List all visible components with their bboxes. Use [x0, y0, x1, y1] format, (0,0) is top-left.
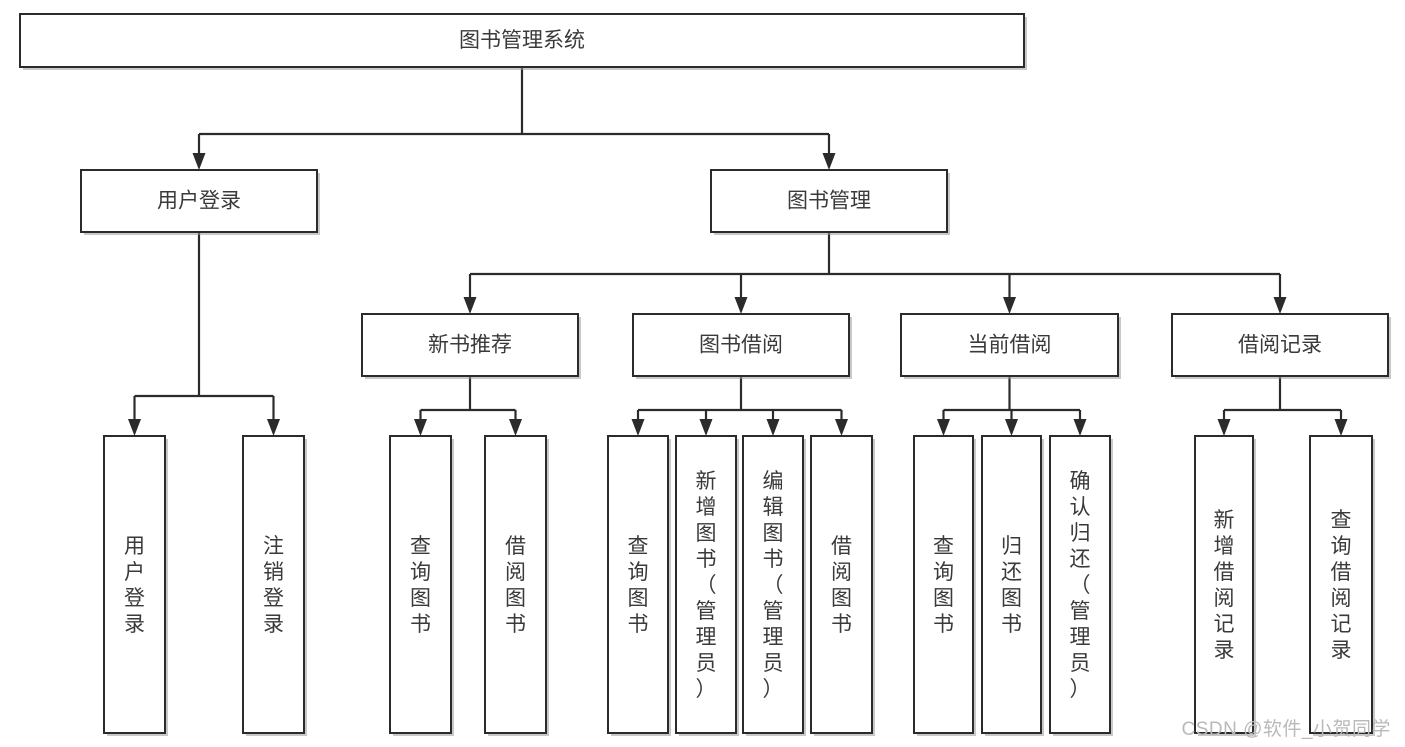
node-book-borrow[interactable]: 图书借阅 — [632, 313, 852, 379]
node-label: 新增借阅记录 — [1214, 509, 1235, 662]
node-box[interactable] — [361, 313, 579, 377]
connector-group-book-manage — [463, 232, 1287, 314]
node-box[interactable] — [900, 313, 1119, 377]
arrow-head-icon — [1005, 419, 1018, 436]
node-box[interactable] — [484, 435, 547, 734]
node-leaf-add-book[interactable]: 新增图书（管理员） — [675, 435, 739, 736]
connector-group-root — [192, 67, 836, 170]
node-box[interactable] — [981, 435, 1042, 734]
node-leaf-user-login[interactable]: 用户登录 — [103, 435, 168, 736]
node-box[interactable] — [19, 13, 1025, 68]
node-box[interactable] — [675, 435, 737, 734]
arrow-head-icon — [699, 419, 713, 436]
node-label: 用户登录 — [157, 190, 241, 213]
node-box[interactable] — [80, 169, 318, 233]
connector-layer — [128, 67, 1348, 436]
node-label: 图书借阅 — [699, 334, 783, 357]
node-label: 图书管理系统 — [459, 29, 585, 52]
node-label: 查询借阅记录 — [1331, 509, 1352, 662]
node-box[interactable] — [810, 435, 873, 734]
connector-group-new-book-rec — [414, 376, 522, 436]
arrow-head-icon — [766, 419, 780, 436]
arrow-head-icon — [1334, 419, 1348, 436]
node-leaf-logout[interactable]: 注销登录 — [242, 435, 307, 736]
arrow-head-icon — [414, 419, 427, 436]
node-leaf-confirm-return[interactable]: 确认归还（管理员） — [1049, 435, 1113, 736]
node-label: 借阅记录 — [1238, 334, 1322, 357]
node-box[interactable] — [1194, 435, 1254, 734]
arrow-head-icon — [1217, 419, 1231, 436]
node-label: 借阅图书 — [831, 535, 852, 636]
node-label: 归还图书 — [1001, 535, 1022, 636]
node-label: 新书推荐 — [428, 334, 512, 357]
arrow-head-icon — [1003, 297, 1016, 314]
node-box[interactable] — [710, 169, 948, 233]
node-leaf-edit-book[interactable]: 编辑图书（管理员） — [742, 435, 806, 736]
node-box[interactable] — [242, 435, 305, 734]
node-box[interactable] — [103, 435, 166, 734]
node-current-borrow[interactable]: 当前借阅 — [900, 313, 1121, 379]
node-borrow-record[interactable]: 借阅记录 — [1171, 313, 1391, 379]
node-leaf-query-book-borrow[interactable]: 查询图书 — [607, 435, 671, 736]
arrow-head-icon — [1273, 297, 1287, 314]
node-box[interactable] — [1309, 435, 1373, 734]
arrow-head-icon — [835, 419, 848, 436]
node-box[interactable] — [742, 435, 804, 734]
node-box[interactable] — [632, 313, 850, 377]
node-label: 查询图书 — [933, 535, 954, 636]
node-label: 当前借阅 — [968, 334, 1052, 357]
arrow-head-icon — [267, 419, 280, 436]
watermark-text: CSDN @软件_小贺同学 — [1181, 719, 1391, 740]
connector-group-book-borrow — [631, 376, 848, 436]
arrow-head-icon — [734, 297, 748, 314]
connector-group-current-borrow — [937, 376, 1087, 436]
arrow-head-icon — [128, 419, 141, 436]
node-root[interactable]: 图书管理系统 — [19, 13, 1027, 70]
node-label: 编辑图书（管理员） — [763, 470, 784, 701]
arrow-head-icon — [463, 297, 477, 314]
node-box[interactable] — [1171, 313, 1389, 377]
node-label: 确认归还（管理员） — [1070, 470, 1091, 701]
node-layer: 图书管理系统用户登录图书管理新书推荐图书借阅当前借阅借阅记录用户登录注销登录查询… — [19, 13, 1391, 736]
node-leaf-borrow-book[interactable]: 借阅图书 — [810, 435, 875, 736]
node-leaf-add-record[interactable]: 新增借阅记录 — [1194, 435, 1256, 736]
node-box[interactable] — [389, 435, 452, 734]
node-box[interactable] — [607, 435, 669, 734]
arrow-head-icon — [192, 153, 206, 170]
node-label: 用户登录 — [124, 535, 145, 636]
arrow-head-icon — [1073, 419, 1087, 436]
node-label: 注销登录 — [263, 535, 284, 636]
node-user-login[interactable]: 用户登录 — [80, 169, 320, 235]
arrow-head-icon — [509, 419, 522, 436]
connector-group-user-login — [128, 232, 280, 436]
arrow-head-icon — [631, 419, 645, 436]
node-label: 借阅图书 — [505, 535, 526, 636]
node-new-book-rec[interactable]: 新书推荐 — [361, 313, 581, 379]
node-label: 查询图书 — [628, 535, 649, 636]
node-book-manage[interactable]: 图书管理 — [710, 169, 950, 235]
arrow-head-icon — [822, 153, 836, 170]
node-leaf-query-record[interactable]: 查询借阅记录 — [1309, 435, 1375, 736]
node-box[interactable] — [913, 435, 974, 734]
node-leaf-return-book[interactable]: 归还图书 — [981, 435, 1044, 736]
node-leaf-query-book-rec[interactable]: 查询图书 — [389, 435, 454, 736]
node-label: 新增图书（管理员） — [696, 470, 717, 701]
connector-group-borrow-record — [1217, 376, 1348, 436]
node-label: 查询图书 — [410, 535, 431, 636]
arrow-head-icon — [937, 419, 950, 436]
node-box[interactable] — [1049, 435, 1111, 734]
node-leaf-query-book-current[interactable]: 查询图书 — [913, 435, 976, 736]
node-leaf-borrow-book-rec[interactable]: 借阅图书 — [484, 435, 549, 736]
node-label: 图书管理 — [787, 190, 871, 213]
